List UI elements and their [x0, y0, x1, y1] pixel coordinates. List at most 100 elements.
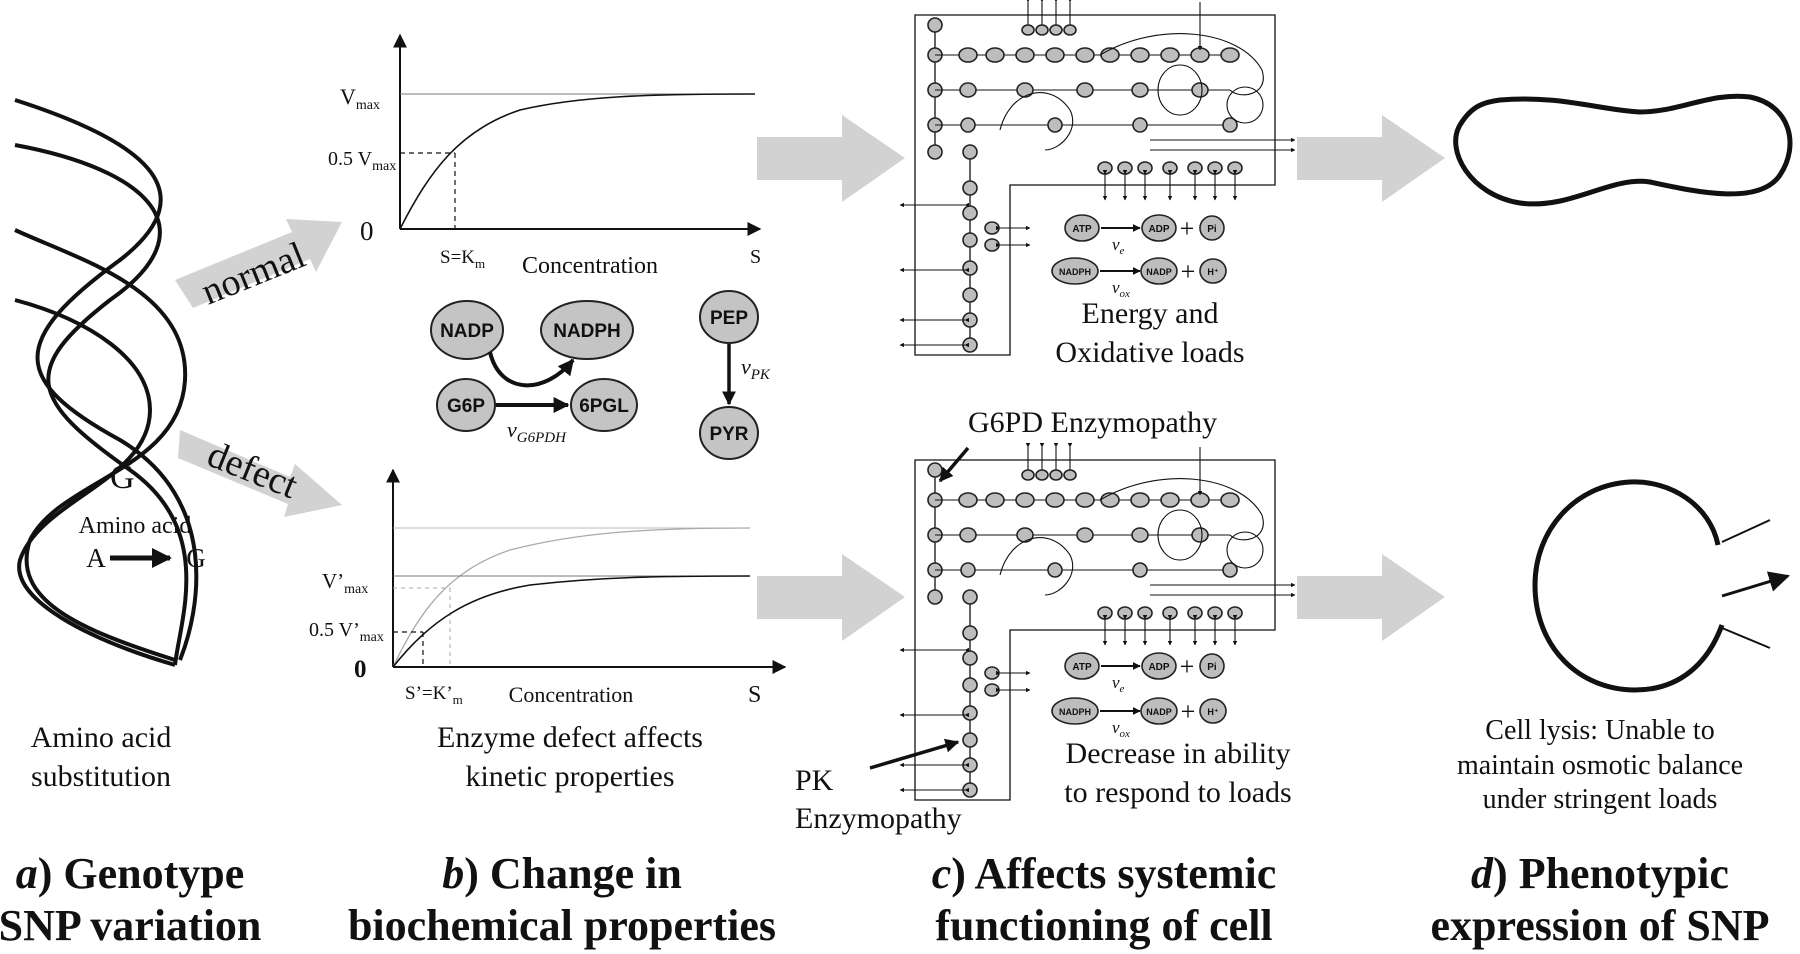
- metabolic-network-top: [899, 0, 1296, 356]
- caption-letter: d: [1471, 849, 1494, 898]
- caption-letter: a: [16, 849, 38, 898]
- metabolite-node: [1191, 527, 1209, 543]
- metabolite-node: [1220, 47, 1240, 63]
- rate-text: v: [741, 354, 751, 379]
- panel-d-description-2: maintain osmotic balance: [1457, 750, 1743, 781]
- nadp-label: NADP: [1146, 707, 1172, 717]
- vmax-prime-label: V’max: [322, 569, 368, 597]
- panel-a-caption-1: a) Genotype: [16, 849, 245, 898]
- km-sub: m: [453, 692, 463, 707]
- panel-b-caption-1: b) Change in: [442, 849, 682, 898]
- plus-sign: +: [1180, 652, 1195, 681]
- 6pgl-label: 6PGL: [579, 396, 629, 417]
- nadph-node: [1051, 257, 1099, 285]
- panel-d-description-3: under stringent loads: [1483, 784, 1718, 815]
- rate-ox: vox: [1112, 718, 1130, 740]
- caption-text: ) Change in: [464, 849, 682, 898]
- adp-node: [1141, 214, 1177, 242]
- metabolite-node: [1131, 527, 1149, 543]
- vmax-label: Vmax: [340, 84, 380, 113]
- atp-label: ATP: [1072, 224, 1092, 235]
- arrow-b-to-c-top: [757, 115, 905, 202]
- rate-sub: e: [1120, 683, 1125, 695]
- plus-sign: +: [1181, 257, 1196, 286]
- metabolite-node: [1130, 492, 1150, 508]
- half-sub: max: [360, 630, 384, 645]
- rate-sub: e: [1120, 245, 1125, 257]
- metabolite-node: [1016, 527, 1034, 543]
- metabolite-node: [962, 625, 978, 641]
- network-cycle: [1226, 86, 1264, 124]
- metabolite-node: [1016, 82, 1034, 98]
- km-label: S=Km: [440, 247, 485, 271]
- metabolite-node: [1207, 606, 1223, 620]
- pk-enzymopathy-label-2: Enzymopathy: [795, 802, 962, 835]
- rate-sub: ox: [1120, 288, 1131, 300]
- half-vmax-prime-label: 0.5 V’max: [309, 619, 384, 645]
- panel-a-description-2: substitution: [31, 760, 171, 793]
- metabolite-node: [962, 180, 978, 196]
- metabolite-node: [1160, 47, 1180, 63]
- metabolite-node: [1035, 24, 1049, 36]
- metabolite-node: [1021, 24, 1035, 36]
- metabolite-node: [1049, 469, 1063, 481]
- rate-text: v: [507, 417, 517, 442]
- metabolite-node: [962, 732, 978, 748]
- rate-text: v: [1112, 235, 1120, 254]
- metabolite-node: [985, 492, 1005, 508]
- panel-b-description-2: kinetic properties: [465, 760, 674, 793]
- caption-text: ) Genotype: [38, 849, 245, 898]
- metabolite-node: [927, 17, 943, 33]
- vmax-sub: max: [344, 582, 368, 597]
- pi-node: [1199, 215, 1225, 241]
- metabolite-node: [962, 287, 978, 303]
- g6pd-enzymopathy-label: G6PD Enzymopathy: [968, 406, 1217, 439]
- from-acid: A: [86, 543, 106, 573]
- g6p-node: [436, 378, 496, 432]
- metabolite-node: [1097, 161, 1113, 175]
- metabolite-node: [1227, 606, 1243, 620]
- h-node: [1199, 258, 1227, 284]
- metabolite-node: [1015, 47, 1035, 63]
- metabolite-node: [1207, 161, 1223, 175]
- defect-kinetics-chart: V’max 0.5 V’max 0 S’=K’m Concentration S: [309, 468, 787, 708]
- nadp-node: [1140, 257, 1178, 285]
- metabolite-node: [960, 562, 976, 578]
- normal-arrow: normal: [175, 219, 342, 313]
- metabolite-node: [1187, 161, 1203, 175]
- arrow-c-to-d-bottom: [1297, 554, 1445, 641]
- vmax-sub: max: [356, 98, 380, 113]
- adp-node: [1141, 652, 1177, 680]
- metabolite-node: [1049, 24, 1063, 36]
- half-vmax-label: 0.5 Vmax: [328, 148, 396, 174]
- metabolite-node: [1137, 606, 1153, 620]
- base-letter: G: [110, 459, 135, 496]
- rate-text: v: [1112, 278, 1120, 297]
- g6pdh-rate: vG6PDH: [507, 417, 567, 446]
- metabolite-node: [959, 527, 977, 543]
- metabolite-node: [1190, 492, 1210, 508]
- network-outline: [914, 14, 1276, 356]
- metabolite-node: [1191, 82, 1209, 98]
- metabolite-node: [1162, 606, 1178, 620]
- metabolite-node: [1015, 492, 1035, 508]
- km-sub: m: [475, 256, 485, 271]
- load-text-2: Oxidative loads: [1055, 336, 1244, 369]
- rate-text: v: [1112, 673, 1120, 692]
- h-label: H⁺: [1207, 267, 1218, 277]
- network-edge: [1099, 478, 1264, 541]
- metabolite-node: [1075, 47, 1095, 63]
- load-equations-top: ATP ADP + Pi ve NADPH NADP + H⁺ vox Ener…: [1051, 214, 1245, 369]
- metabolite-node: [1130, 47, 1150, 63]
- load-equations-bottom: ATP ADP + Pi ve NADPH NADP + H⁺ vox Decr…: [1051, 652, 1292, 809]
- metabolite-node: [962, 260, 978, 276]
- metabolite-node: [1160, 492, 1180, 508]
- pyr-label: PYR: [709, 424, 748, 445]
- metabolite-node: [984, 221, 1000, 235]
- metabolite-node: [1187, 606, 1203, 620]
- nadph-node: [540, 300, 634, 360]
- rate-sub: G6PDH: [517, 430, 567, 446]
- metabolite-node: [1227, 161, 1243, 175]
- metabolite-node: [962, 705, 978, 721]
